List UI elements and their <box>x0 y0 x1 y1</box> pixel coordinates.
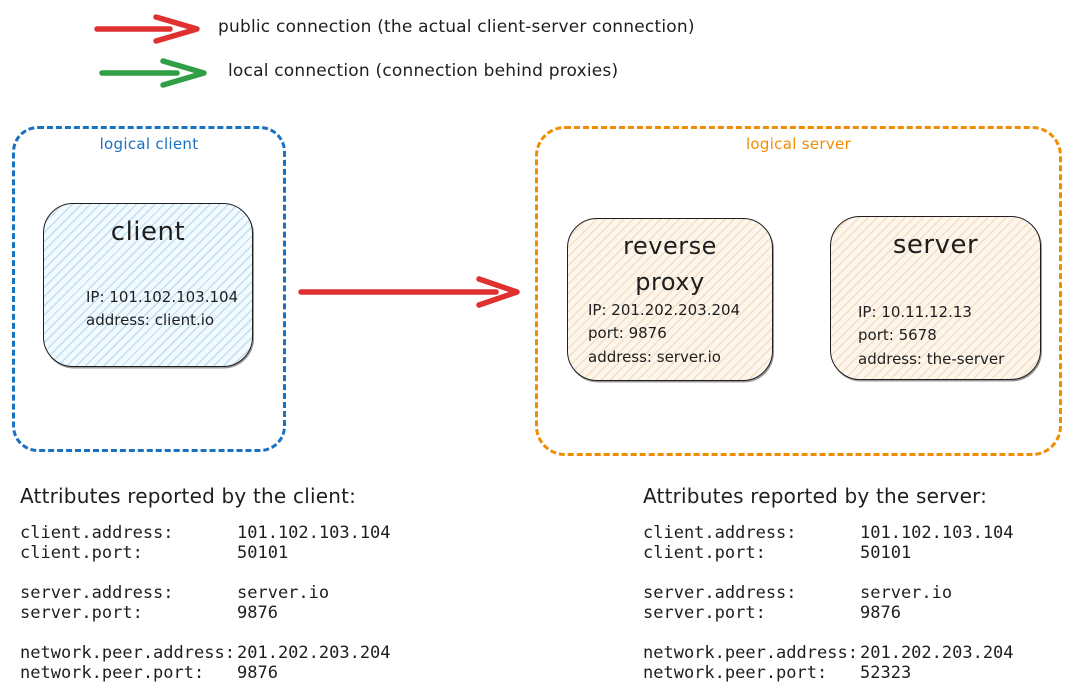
attr-value: 9876 <box>237 603 278 623</box>
attr-row: client.address: 101.102.103.104 <box>20 523 391 543</box>
reverse-proxy-title-line2: proxy <box>635 268 705 296</box>
reverse-proxy-address-line: address: server.io <box>588 347 721 366</box>
reverse-proxy-node-details: IP: 201.202.203.204 port: 9876 address: … <box>588 299 740 369</box>
public-connection-arrow-icon <box>94 14 200 44</box>
client-attributes-rows: client.address: 101.102.103.104 client.po… <box>20 523 391 683</box>
client-attr-group-network-peer: network.peer.address:201.202.203.204 net… <box>20 643 391 683</box>
logical-server-group: logical server reverse proxy IP: 201.202… <box>535 126 1062 456</box>
attr-name: client.address: <box>643 523 797 543</box>
server-node-title: server <box>892 230 979 260</box>
client-attributes-heading: Attributes reported by the client: <box>20 484 357 508</box>
reverse-proxy-port-line: port: 9876 <box>588 324 667 343</box>
client-node: client IP: 101.102.103.104 address: clie… <box>43 203 253 367</box>
client-attr-group-client: client.address: 101.102.103.104 client.po… <box>20 523 391 563</box>
client-ip-line: IP: 101.102.103.104 <box>86 288 239 306</box>
server-attr-group-client: client.address: 101.102.103.104 client.po… <box>643 523 1014 563</box>
attr-row: server.port: 9876 <box>20 603 391 623</box>
client-attributes-block: Attributes reported by the client: clien… <box>20 484 391 691</box>
reverse-proxy-ip-line: IP: 201.202.203.204 <box>588 301 741 319</box>
attr-name: server.address: <box>643 583 797 603</box>
attr-row: server.address: server.io <box>643 583 1014 603</box>
attr-row: network.peer.port: 9876 <box>20 663 391 683</box>
attr-value: 50101 <box>860 543 912 563</box>
attr-row: client.port: 50101 <box>643 543 1014 563</box>
attr-name: server.port: <box>643 603 766 623</box>
server-address-line: address: the-server <box>858 349 1005 368</box>
attr-value: server.io <box>237 583 330 603</box>
attr-name: network.peer.address: <box>20 643 235 663</box>
server-attributes-rows: client.address: 101.102.103.104 client.po… <box>643 523 1014 683</box>
reverse-proxy-node-title: reverse proxy <box>568 228 772 300</box>
server-attributes-block: Attributes reported by the server: clien… <box>643 484 1014 691</box>
client-to-server-arrow-icon <box>298 276 520 308</box>
attr-value: 201.202.203.204 <box>860 643 1014 663</box>
attr-value: 52323 <box>860 663 912 683</box>
attr-row: network.peer.port: 52323 <box>643 663 1014 683</box>
attr-name: network.peer.port: <box>643 663 828 683</box>
attr-value: 9876 <box>860 603 901 623</box>
server-port-line: port: 5678 <box>858 326 937 345</box>
public-connection-legend-label: public connection (the actual client-ser… <box>218 17 695 37</box>
logical-server-label: logical server <box>745 135 852 153</box>
local-connection-arrow-icon <box>99 58 207 88</box>
local-connection-legend-label: local connection (connection behind prox… <box>228 61 619 81</box>
attr-value: server.io <box>860 583 953 603</box>
attr-name: network.peer.port: <box>20 663 205 683</box>
reverse-proxy-node: reverse proxy IP: 201.202.203.204 port: … <box>567 218 773 381</box>
attr-row: network.peer.address:201.202.203.204 <box>20 643 391 663</box>
attr-value: 50101 <box>237 543 289 563</box>
logical-client-group: logical client client IP: 101.102.103.10… <box>12 126 286 452</box>
server-node: server IP: 10.11.12.13 port: 5678 addres… <box>830 216 1041 380</box>
server-node-details: IP: 10.11.12.13 port: 5678 address: the-… <box>858 301 1004 371</box>
client-attr-group-server: server.address: server.io server.port: 987… <box>20 583 391 623</box>
attr-row: client.port: 50101 <box>20 543 391 563</box>
attr-name: client.port: <box>20 543 143 563</box>
attr-row: client.address: 101.102.103.104 <box>643 523 1014 543</box>
attr-value: 201.202.203.204 <box>237 643 391 663</box>
attr-name: client.address: <box>20 523 174 543</box>
server-attr-group-server: server.address: server.io server.port: 987… <box>643 583 1014 623</box>
attr-row: network.peer.address:201.202.203.204 <box>643 643 1014 663</box>
attr-row: server.address: server.io <box>20 583 391 603</box>
attr-name: server.address: <box>20 583 174 603</box>
reverse-proxy-title-line1: reverse <box>623 232 717 260</box>
client-node-title: client <box>110 217 186 247</box>
attr-value: 101.102.103.104 <box>860 523 1014 543</box>
client-node-details: IP: 101.102.103.104 address: client.io <box>86 286 238 333</box>
attr-name: server.port: <box>20 603 143 623</box>
server-ip-line: IP: 10.11.12.13 <box>858 303 972 321</box>
client-address-line: address: client.io <box>86 311 215 330</box>
server-attr-group-network-peer: network.peer.address:201.202.203.204 net… <box>643 643 1014 683</box>
attr-value: 101.102.103.104 <box>237 523 391 543</box>
attr-value: 9876 <box>237 663 278 683</box>
server-attributes-heading: Attributes reported by the server: <box>643 484 988 508</box>
attr-row: server.port: 9876 <box>643 603 1014 623</box>
attr-name: network.peer.address: <box>643 643 858 663</box>
logical-client-label: logical client <box>99 135 199 153</box>
attr-name: client.port: <box>643 543 766 563</box>
